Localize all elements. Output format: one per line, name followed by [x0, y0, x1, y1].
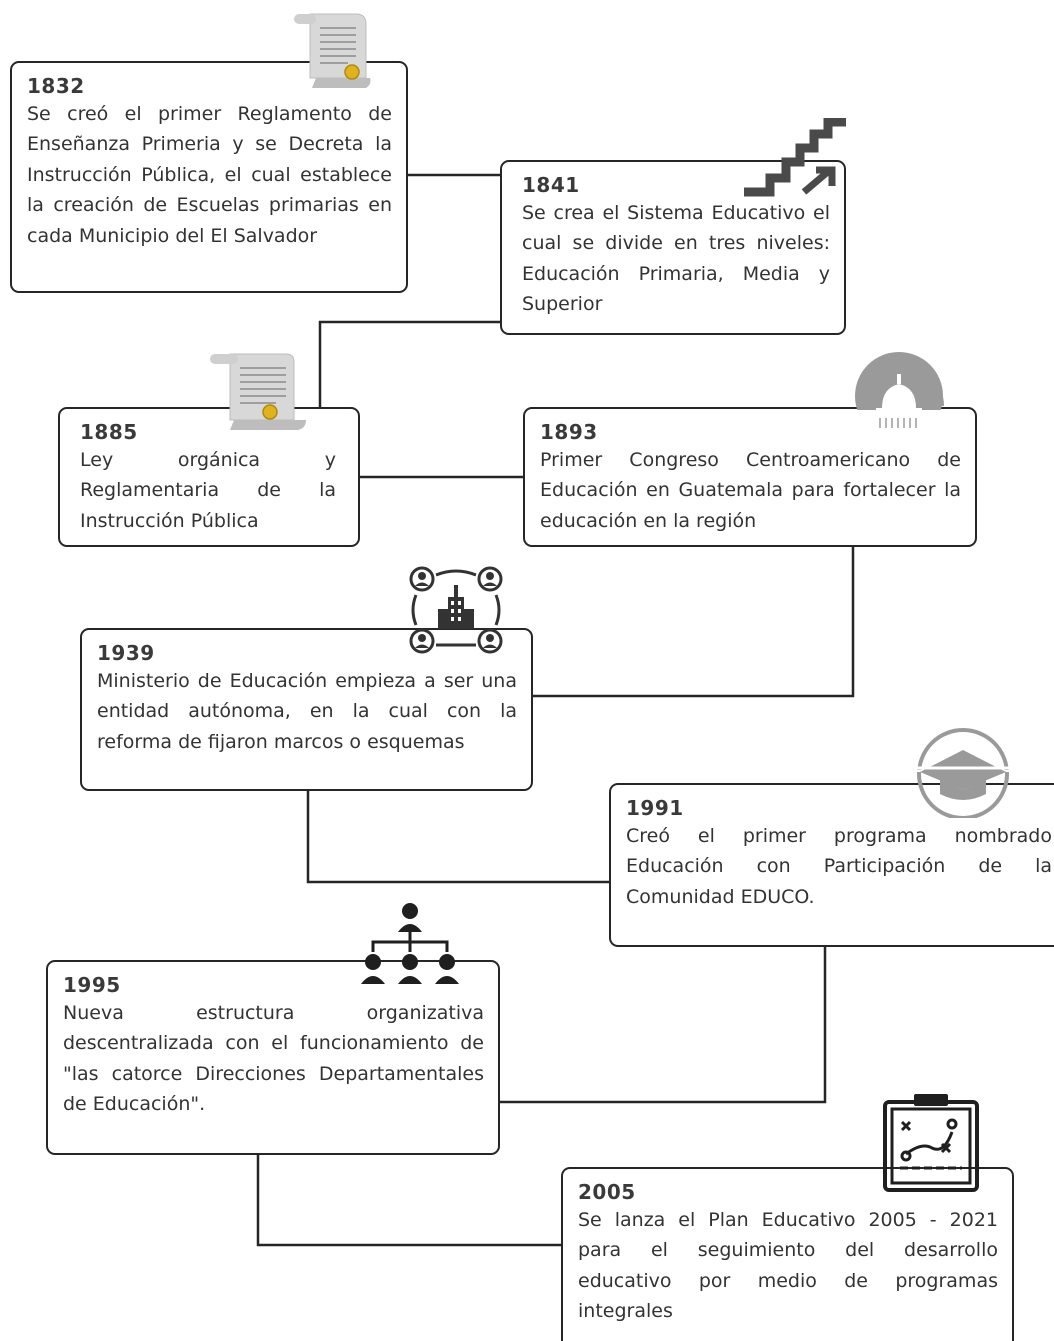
scroll-icon	[294, 13, 371, 88]
event-year: 1995	[63, 973, 121, 997]
connector-1991-1995	[500, 946, 827, 1104]
event-card-1841: 1841 Se crea el Sistema Educativo el cua…	[500, 160, 846, 335]
event-description: Primer Congreso Centroamericano de Educa…	[540, 449, 961, 532]
event-card-2005: 2005 Se lanza el Plan Educativo 2005 - 2…	[561, 1167, 1014, 1341]
event-description: Se creó el primer Reglamento de Enseñanz…	[27, 103, 392, 247]
graduation-cap-icon	[910, 728, 1016, 818]
event-year: 1841	[522, 173, 580, 197]
event-year: 1939	[97, 641, 155, 665]
org-chart-icon	[361, 903, 459, 984]
event-year: 1832	[27, 74, 85, 98]
capitol-icon	[852, 352, 946, 436]
event-card-1939: 1939 Ministerio de Educación empieza a s…	[80, 628, 533, 791]
event-description: Ministerio de Educación empieza a ser un…	[97, 670, 517, 753]
event-description: Se crea el Sistema Educativo el cual se …	[522, 202, 830, 316]
event-description: Creó el primer programa nombrado Educaci…	[626, 825, 1052, 908]
strategy-clipboard-icon	[883, 1094, 979, 1192]
event-card-1991: 1991 Creó el primer programa nombrado Ed…	[609, 783, 1054, 947]
event-year: 1991	[626, 796, 684, 820]
event-year: 1893	[540, 420, 598, 444]
event-description: Ley orgánica y Reglamentaria de la Instr…	[80, 449, 336, 532]
event-card-1995: 1995 Nueva estructura organizativa desce…	[46, 960, 500, 1155]
connector-1939-1991	[306, 791, 609, 884]
event-description: Nueva estructura organizativa descentral…	[63, 1002, 484, 1116]
event-card-1832: 1832 Se creó el primer Reglamento de Ens…	[10, 61, 408, 293]
connector-1995-2005	[256, 1155, 561, 1247]
event-year: 2005	[578, 1180, 636, 1204]
event-description: Se lanza el Plan Educativo 2005 - 2021 p…	[578, 1209, 998, 1323]
connector-1841-1885	[318, 320, 500, 407]
event-card-1885: 1885 Ley orgánica y Reglamentaria de la …	[58, 407, 360, 547]
stairs-arrow-icon	[744, 118, 846, 197]
event-year: 1885	[80, 420, 138, 444]
scroll-icon	[210, 353, 306, 430]
connector-1893-1939	[533, 546, 855, 698]
ministry-network-icon	[409, 566, 503, 654]
